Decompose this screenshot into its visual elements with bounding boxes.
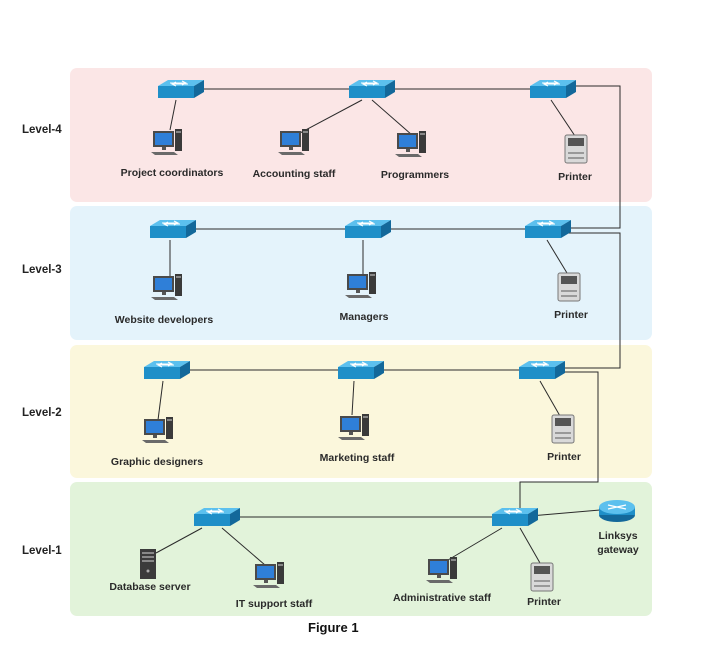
label-gateway-line1: Linksys <box>598 530 638 542</box>
label-database-server: Database server <box>109 581 191 593</box>
switch-level3-1 <box>149 219 197 239</box>
printer-level1 <box>530 562 554 592</box>
level-1-band <box>70 482 652 616</box>
pc-website-developers <box>151 274 182 300</box>
label-administrative-staff: Administrative staff <box>392 592 492 604</box>
label-printer-level4: Printer <box>558 171 592 183</box>
router-icon <box>598 499 636 523</box>
pc-project-coordinators <box>151 129 182 155</box>
label-printer-level3: Printer <box>554 309 588 321</box>
switch-level2-3 <box>518 360 566 380</box>
switch-level2-1 <box>143 360 191 380</box>
label-accounting-staff: Accounting staff <box>252 168 336 180</box>
figure-caption: Figure 1 <box>308 620 359 635</box>
printer-level2 <box>551 414 575 444</box>
label-printer-level1: Printer <box>527 596 561 608</box>
label-managers: Managers <box>339 311 389 323</box>
pc-programmers <box>395 131 426 157</box>
database-server-icon <box>140 549 156 579</box>
switch-level3-2 <box>344 219 392 239</box>
label-programmers: Programmers <box>380 169 450 181</box>
switch-level4-3 <box>529 79 577 99</box>
switch-level2-2 <box>337 360 385 380</box>
switch-level3-3 <box>524 219 572 239</box>
pc-accounting-staff <box>278 129 309 155</box>
pc-graphic-designers <box>142 417 173 443</box>
level-1-label: Level-1 <box>22 545 62 557</box>
pc-it-support-staff <box>253 562 284 588</box>
level-3-label: Level-3 <box>22 264 62 276</box>
label-it-support-staff: IT support staff <box>235 598 313 610</box>
label-graphic-designers: Graphic designers <box>110 456 204 468</box>
printer-level4 <box>564 134 588 164</box>
label-gateway-line2: gateway <box>597 544 639 556</box>
switch-level1-1 <box>193 507 241 527</box>
pc-managers <box>345 272 376 298</box>
pc-marketing-staff <box>338 414 369 440</box>
label-printer-level2: Printer <box>547 451 581 463</box>
label-website-developers: Website developers <box>114 314 214 326</box>
switch-level4-1 <box>157 79 205 99</box>
switch-level1-2 <box>491 507 539 527</box>
network-links <box>155 85 621 566</box>
level-4-label: Level-4 <box>22 124 62 136</box>
switch-level4-2 <box>348 79 396 99</box>
label-marketing-staff: Marketing staff <box>319 452 395 464</box>
printer-level3 <box>557 272 581 302</box>
level-2-label: Level-2 <box>22 407 62 419</box>
label-project-coordinators: Project coordinators <box>120 167 224 179</box>
pc-administrative-staff <box>426 557 457 583</box>
